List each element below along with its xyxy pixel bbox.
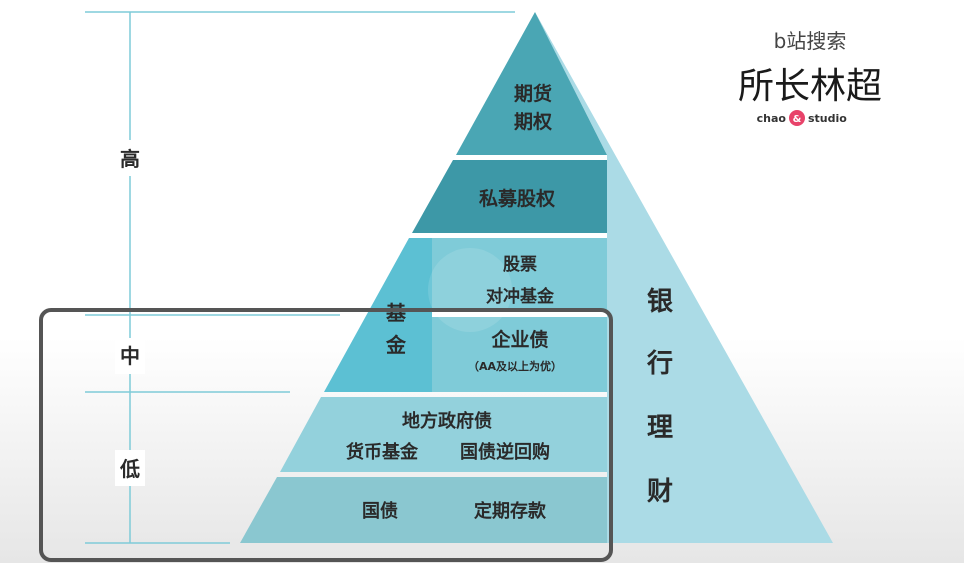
watermark-search: b站搜索 (774, 29, 847, 53)
repo-label: 国债逆回购 (460, 441, 550, 463)
deposit-label: 定期存款 (474, 500, 547, 522)
layer-futures (456, 12, 607, 155)
fund-label-2: 金 (385, 333, 407, 357)
bank-label-2: 行 (646, 348, 673, 379)
private-equity-label: 私募股权 (479, 187, 555, 210)
bank-label-3: 理 (647, 413, 673, 443)
fund-label-1: 基 (386, 301, 407, 325)
bank-label-1: 银 (647, 287, 674, 317)
layer-local-gov (280, 397, 607, 472)
treasury-label: 国债 (362, 500, 398, 522)
futures-label: 期货 (514, 82, 552, 105)
layer-fund (324, 238, 432, 392)
layer-corporate-bonds (432, 317, 607, 392)
watermark-amp: & (793, 114, 802, 125)
studio-logo-icon (789, 110, 805, 126)
stocks-label: 股票 (503, 255, 537, 275)
corporate-bonds-label: 企业债 (490, 328, 548, 351)
layer-stocks (432, 238, 607, 312)
layer-private-equity (412, 160, 607, 233)
watermark-studio: studio (808, 112, 847, 125)
highlight-frame (39, 308, 613, 562)
options-label: 期权 (514, 110, 552, 133)
axis-label-mid: 中 (120, 344, 140, 368)
money-fund-label: 货币基金 (346, 441, 419, 463)
watermark-name: 所长林超 (738, 66, 882, 107)
hedge-fund-label: 对冲基金 (486, 286, 555, 307)
axis-label-high: 高 (120, 147, 140, 171)
layer-treasury (240, 477, 607, 543)
watermark-chao: chao (757, 112, 787, 125)
axis-label-low: 低 (119, 457, 140, 481)
local-gov-bonds-label: 地方政府债 (402, 410, 492, 432)
corporate-bonds-note: （AA及以上为优） (468, 359, 562, 373)
bank-label-4: 财 (647, 477, 673, 507)
